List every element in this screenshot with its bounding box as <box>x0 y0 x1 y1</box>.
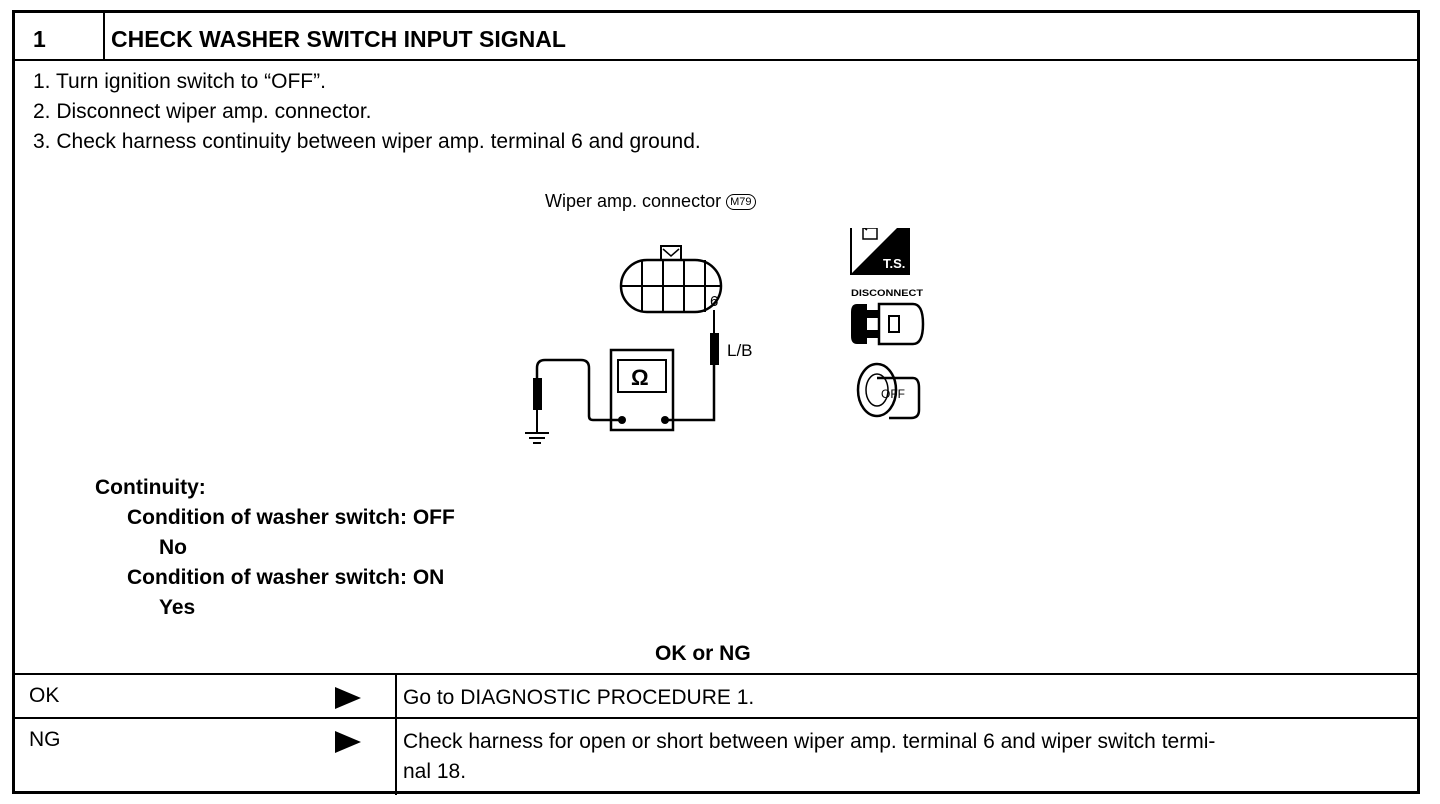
test-symbol-icon <box>850 228 910 275</box>
step-number: 1 <box>33 26 46 52</box>
instruction-3: 3. Check harness continuity between wipe… <box>33 130 701 153</box>
ok-arrow-icon <box>335 687 361 709</box>
ok-row-divider <box>395 675 397 795</box>
condition-on: Condition of washer switch: ON <box>127 566 445 589</box>
ohm-symbol: Ω <box>631 365 649 390</box>
terminal-number: 6 <box>710 293 718 310</box>
ng-action-line1: Check harness for open or short between … <box>403 730 1216 753</box>
ng-arrow-icon <box>335 731 361 753</box>
continuity-heading: Continuity: <box>95 476 206 499</box>
probe-ground <box>533 378 542 410</box>
ground-symbol-icon <box>525 410 549 444</box>
header-rule <box>15 59 1417 61</box>
connector-label-text: Wiper amp. connector <box>545 191 722 211</box>
ok-status: OK <box>29 684 60 707</box>
ignition-off-icon <box>856 362 921 420</box>
disconnect-label: DISCONNECT <box>851 288 924 298</box>
wire-color-label: L/B <box>727 341 753 360</box>
connector-code-badge: M79 <box>726 194 756 210</box>
ok-row-rule <box>15 717 1417 719</box>
ok-action: Go to DIAGNOSTIC PROCEDURE 1. <box>403 686 755 709</box>
decision-rule <box>15 673 1417 675</box>
decision-heading: OK or NG <box>655 642 751 665</box>
ng-status: NG <box>29 728 61 751</box>
header-divider <box>103 13 105 59</box>
condition-off: Condition of washer switch: OFF <box>127 506 455 529</box>
ng-action-line2: nal 18. <box>403 760 467 783</box>
instruction-1: 1. Turn ignition switch to “OFF”. <box>33 70 326 93</box>
connector-icon <box>619 245 723 314</box>
instruction-2: 2. Disconnect wiper amp. connector. <box>33 100 372 123</box>
ignition-off-label: OFF <box>881 387 905 401</box>
probe-lb <box>710 333 719 365</box>
ohmmeter-icon <box>609 348 675 432</box>
connector-label: Wiper amp. connector M79 <box>545 192 756 210</box>
disconnect-icon <box>851 302 925 346</box>
continuity-diagram: 6 L/B Ω T.S. <box>525 228 925 444</box>
test-symbol-label: T.S. <box>883 256 905 271</box>
step-title: CHECK WASHER SWITCH INPUT SIGNAL <box>111 26 566 52</box>
result-on: Yes <box>159 596 196 619</box>
procedure-table: 1 CHECK WASHER SWITCH INPUT SIGNAL 1. Tu… <box>12 10 1420 795</box>
result-off: No <box>159 536 187 559</box>
